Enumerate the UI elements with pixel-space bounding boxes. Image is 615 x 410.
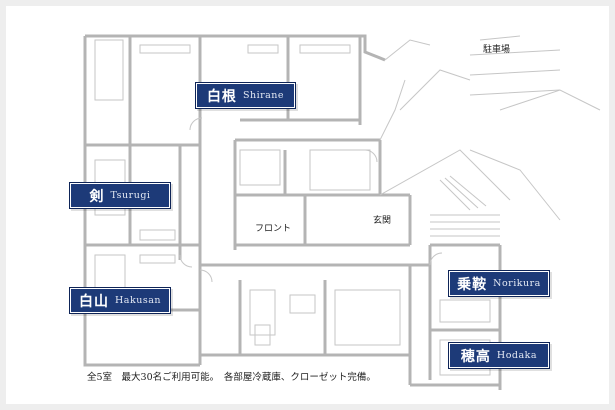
room-name-jp: 穂高 (460, 348, 491, 365)
entrance-label: 玄関 (373, 216, 392, 226)
room-name-en: Shirane (242, 90, 285, 101)
room-label-shirane[interactable]: 白根 Shirane (195, 82, 296, 109)
room-name-en: Hakusan (115, 295, 161, 306)
front-desk-label: フロント (255, 224, 292, 234)
room-name-jp: 剣 (89, 188, 105, 205)
room-name-en: Norikura (493, 278, 541, 289)
room-label-norikura[interactable]: 乗鞍 Norikura (448, 270, 550, 297)
room-label-tsurugi[interactable]: 剣 Tsurugi (69, 182, 171, 209)
room-name-jp: 白根 (206, 88, 237, 105)
room-label-hodaka[interactable]: 穂高 Hodaka (448, 342, 550, 369)
room-name-en: Tsurugi (110, 190, 151, 201)
floor-plan-caption: 全5室 最大30名ご利用可能。 各部屋冷蔵庫、クローゼット完備。 (87, 372, 376, 383)
room-name-en: Hodaka (496, 350, 538, 361)
room-label-hakusan[interactable]: 白山 Hakusan (69, 287, 171, 314)
room-name-jp: 白山 (79, 293, 109, 310)
room-name-jp: 乗鞍 (457, 276, 488, 293)
parking-label: 駐車場 (483, 45, 511, 55)
